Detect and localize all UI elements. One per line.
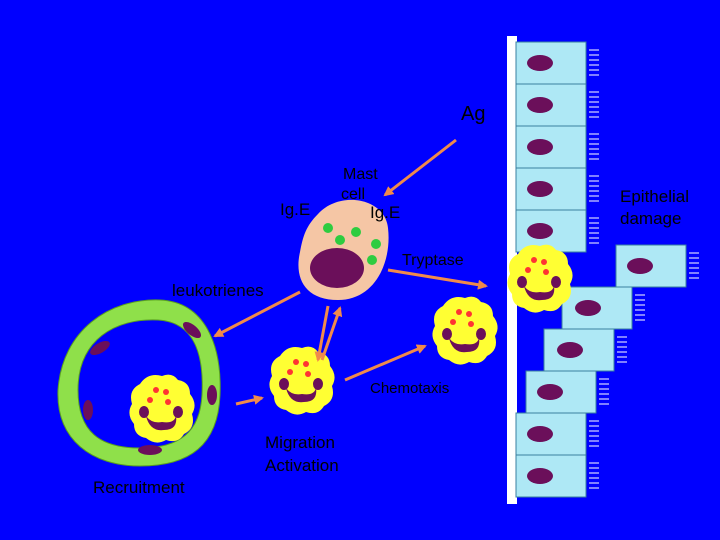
eosinophil-cell-icon <box>269 346 335 415</box>
tryptase-label: Tryptase <box>402 252 464 269</box>
activation-down-arrow <box>314 305 330 362</box>
epithelial-layer <box>507 36 699 504</box>
ige-right-label: Ig.E <box>370 203 401 222</box>
ag-arrow <box>383 138 457 197</box>
epithelial-damage-label-line1: Epithelial <box>620 187 689 206</box>
epithelial-cell <box>515 454 599 498</box>
epithelial-cell <box>515 125 599 169</box>
migration-label: Migration <box>265 433 335 452</box>
blood-vessel-icon <box>57 299 221 467</box>
mast-cell-icon <box>298 199 389 300</box>
recruitment-label: Recruitment <box>93 478 185 497</box>
ige-left-label: Ig.E <box>280 200 311 219</box>
damaged-epithelial-cell <box>543 328 627 372</box>
eosinophil-cell-icon <box>432 296 498 365</box>
ag-label: Ag <box>461 103 486 125</box>
eosinophil-cell-icon <box>129 374 195 443</box>
damaged-epithelial-cell <box>561 286 645 330</box>
damaged-epithelial-cell <box>615 244 699 288</box>
epithelial-cell <box>515 412 599 456</box>
eosinophil-cell-icon <box>507 244 573 313</box>
epithelial-damage-label-line2: damage <box>620 209 682 228</box>
migration-up-arrow <box>320 306 343 361</box>
epithelial-cell <box>515 41 599 85</box>
mast-cell-label-line2: cell <box>341 186 366 203</box>
epithelial-cell <box>515 167 599 211</box>
leukotrienes-label: leukotrienes <box>172 281 264 300</box>
epithelial-cell <box>515 209 599 253</box>
epithelial-cell <box>515 83 599 127</box>
leukotrienes-arrow <box>213 290 301 338</box>
chemotaxis-label: Chemotaxis <box>370 380 450 397</box>
damaged-epithelial-cell <box>525 370 609 414</box>
activation-label: Activation <box>265 456 339 475</box>
mast-cell-label-line1: Mast <box>343 166 378 183</box>
arrows <box>213 138 488 406</box>
chemotaxis-arrow <box>344 344 427 382</box>
recruitment-arrow <box>235 394 264 406</box>
tryptase-arrow <box>387 268 488 290</box>
